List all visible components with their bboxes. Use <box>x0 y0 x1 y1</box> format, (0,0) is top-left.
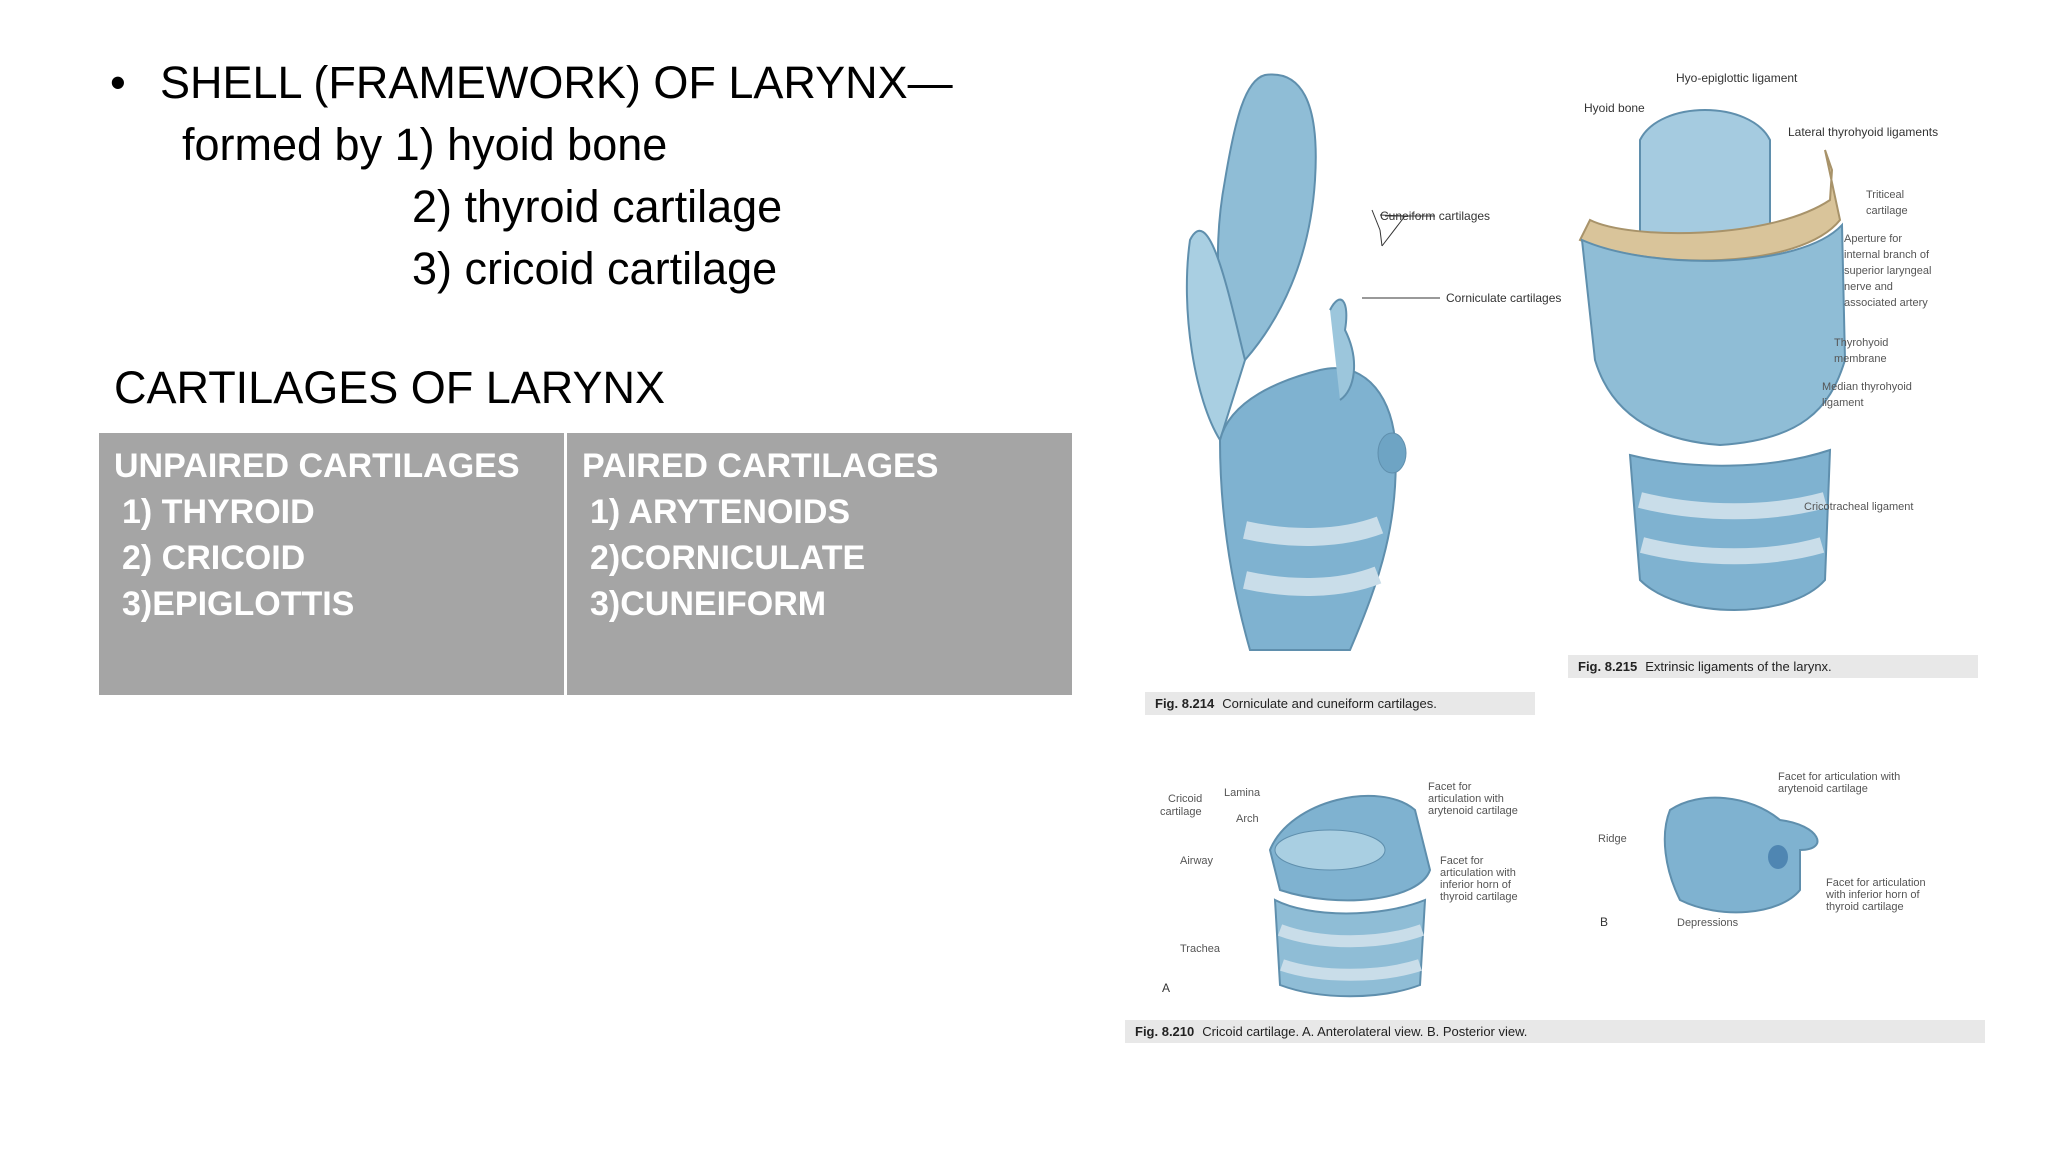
fig-214-caption: Fig. 8.214 Corniculate and cuneiform cart… <box>1145 692 1535 715</box>
unpaired-item: 1) THYROID <box>122 493 315 531</box>
cartilages-heading: CARTILAGES OF LARYNX <box>114 362 666 413</box>
fig-215-labels: Hyo-epiglottic ligament Hyoid bone Later… <box>1584 71 1938 513</box>
fig-210-label: Ridge <box>1598 833 1627 845</box>
fig-215-label: cartilage <box>1866 205 1908 217</box>
fig-210-label: B <box>1600 915 1608 929</box>
fig-210-number: Fig. 8.210 <box>1135 1024 1195 1039</box>
fig-214-label: Cuneiform cartilages <box>1380 209 1490 223</box>
unpaired-column: UNPAIRED CARTILAGES 1) THYROID 2) CRICOI… <box>99 433 567 695</box>
fig-215-label: internal branch of <box>1844 249 1930 261</box>
fig-215-label: superior laryngeal <box>1844 265 1931 277</box>
fig-215-caption: Fig. 8.215 Extrinsic ligaments of the lar… <box>1568 655 1978 678</box>
fig-210-view-a: Cricoid cartilage Lamina Arch Airway Tra… <box>1160 781 1518 998</box>
bullet-line-4: 3) cricoid cartilage <box>412 243 778 294</box>
fig-214-label: Corniculate cartilages <box>1446 291 1561 305</box>
fig-210-illustration: Cricoid cartilage Lamina Arch Airway Tra… <box>1160 771 1926 998</box>
fig-215-label: nerve and <box>1844 281 1893 293</box>
paired-header: PAIRED CARTILAGES <box>582 447 939 485</box>
fig-210-label: Trachea <box>1180 943 1221 955</box>
fig-214-illustration: Cuneiform cartilages Corniculate cartila… <box>1185 73 1561 651</box>
fig-210-caption-text: Cricoid cartilage. A. Anterolateral view… <box>1202 1024 1528 1039</box>
fig-210-label: articulation with <box>1428 793 1504 805</box>
fig-210-label: arytenoid cartilage <box>1778 783 1868 795</box>
fig-215-label: Median thyrohyoid <box>1822 381 1912 393</box>
fig-210-label: Arch <box>1236 813 1259 825</box>
paired-column: PAIRED CARTILAGES 1) ARYTENOIDS 2)CORNIC… <box>566 433 1073 695</box>
fig-210-label: Facet for articulation with <box>1778 771 1900 783</box>
fig-215-label: Triticeal <box>1866 189 1904 201</box>
bullet-symbol: • <box>110 57 126 108</box>
fig-214-number: Fig. 8.214 <box>1155 696 1215 711</box>
fig-210-label: arytenoid cartilage <box>1428 805 1518 817</box>
fig-210-label: articulation with <box>1440 867 1516 879</box>
fig-215-label: Hyoid bone <box>1584 101 1645 115</box>
fig-215-label: Cricotracheal ligament <box>1804 501 1913 513</box>
fig-215-number: Fig. 8.215 <box>1578 659 1638 674</box>
fig-210-caption: Fig. 8.210 Cricoid cartilage. A. Anterola… <box>1125 1020 1985 1043</box>
fig-210-label: Facet for <box>1428 781 1472 793</box>
paired-item: 1) ARYTENOIDS <box>590 493 851 531</box>
bullet-line-2: formed by 1) hyoid bone <box>182 119 668 170</box>
fig-210-label: Airway <box>1180 855 1214 867</box>
unpaired-header: UNPAIRED CARTILAGES <box>114 447 520 485</box>
fig-214-labels: Cuneiform cartilages Corniculate cartila… <box>1362 209 1561 305</box>
fig-215-illustration: Hyo-epiglottic ligament Hyoid bone Later… <box>1578 71 1938 611</box>
paired-item: 2)CORNICULATE <box>590 539 866 577</box>
fig-210-view-b: Facet for articulation with arytenoid ca… <box>1598 771 1926 929</box>
fig-215-caption-text: Extrinsic ligaments of the larynx. <box>1645 659 1832 674</box>
fig-215-label: membrane <box>1834 353 1887 365</box>
fig-215-label: Aperture for <box>1844 233 1902 245</box>
unpaired-item: 2) CRICOID <box>122 539 306 577</box>
fig-210-label: Cricoid <box>1168 793 1202 805</box>
fig-210-label: inferior horn of <box>1440 879 1512 891</box>
fig-210-label: A <box>1162 981 1170 995</box>
fig-210-label: Facet for <box>1440 855 1484 867</box>
fig-210-label: cartilage <box>1160 806 1202 818</box>
unpaired-item: 3)EPIGLOTTIS <box>122 585 355 623</box>
fig-214-caption-text: Corniculate and cuneiform cartilages. <box>1222 696 1437 711</box>
fig-210-label: Depressions <box>1677 917 1739 929</box>
fig-210-label: Facet for articulation <box>1826 877 1926 889</box>
fig-215-label: associated artery <box>1844 297 1928 309</box>
fig-210-label: Lamina <box>1224 787 1261 799</box>
fig-215-label: Hyo-epiglottic ligament <box>1676 71 1798 85</box>
fig-215-label: Thyrohyoid <box>1834 337 1888 349</box>
cartilages-table: UNPAIRED CARTILAGES 1) THYROID 2) CRICOI… <box>99 433 1072 695</box>
paired-item: 3)CUNEIFORM <box>590 585 827 623</box>
bullet-line-1: SHELL (FRAMEWORK) OF LARYNX— <box>160 57 953 108</box>
fig-210-label: thyroid cartilage <box>1440 891 1518 903</box>
fig-210-label: with inferior horn of <box>1825 889 1920 901</box>
fig-210-label: thyroid cartilage <box>1826 901 1904 913</box>
fig-215-label: ligament <box>1822 397 1864 409</box>
fig-215-label: Lateral thyrohyoid ligaments <box>1788 125 1938 139</box>
bullet-line-3: 2) thyroid cartilage <box>412 181 783 232</box>
